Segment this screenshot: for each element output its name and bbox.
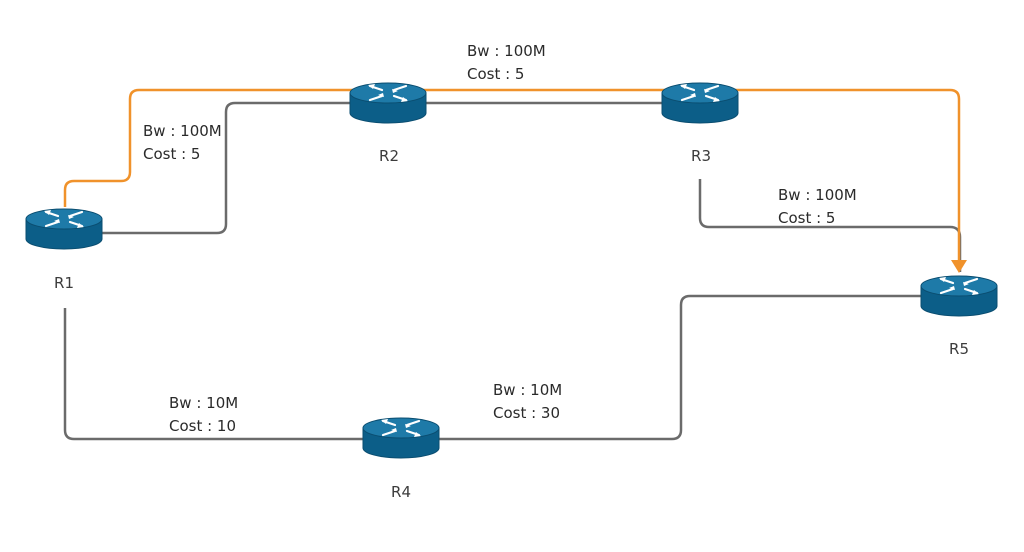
router-name-r1: R1 [54,274,74,292]
router-icon[interactable] [24,207,104,251]
cost-label: Cost : 5 [467,65,525,83]
router-name-r2: R2 [379,147,399,165]
router-icon[interactable] [348,81,428,125]
router-name-r5: R5 [949,340,969,358]
router-name-r4: R4 [391,483,411,501]
link-r4-r5 [437,294,922,441]
router-name-r3: R3 [691,147,711,165]
bandwidth-label: Bw : 100M [467,42,546,60]
bandwidth-label: Bw : 100M [778,186,857,204]
link-label-r1-r2: Bw : 100M Cost : 5 [143,120,222,166]
router-icon[interactable] [660,81,740,125]
router-icon[interactable] [919,274,999,318]
link-label-r3-r5: Bw : 100M Cost : 5 [778,184,857,230]
link-r1-r4 [63,308,365,441]
link-label-r4-r5: Bw : 10M Cost : 30 [493,379,562,425]
link-r1-r2 [100,101,355,235]
cost-label: Cost : 5 [143,145,201,163]
shortest-path [63,88,967,273]
cost-label: Cost : 30 [493,404,561,422]
bandwidth-label: Bw : 100M [143,122,222,140]
path-line [63,88,961,262]
link-label-r2-r3: Bw : 100M Cost : 5 [467,40,546,86]
cost-label: Cost : 10 [169,417,237,435]
bandwidth-label: Bw : 10M [169,394,239,412]
links-layer [63,101,962,441]
router-icon[interactable] [361,416,441,460]
path-arrowhead [951,260,967,273]
link-label-r1-r4: Bw : 10M Cost : 10 [169,392,238,438]
bandwidth-label: Bw : 10M [493,381,563,399]
cost-label: Cost : 5 [778,209,836,227]
